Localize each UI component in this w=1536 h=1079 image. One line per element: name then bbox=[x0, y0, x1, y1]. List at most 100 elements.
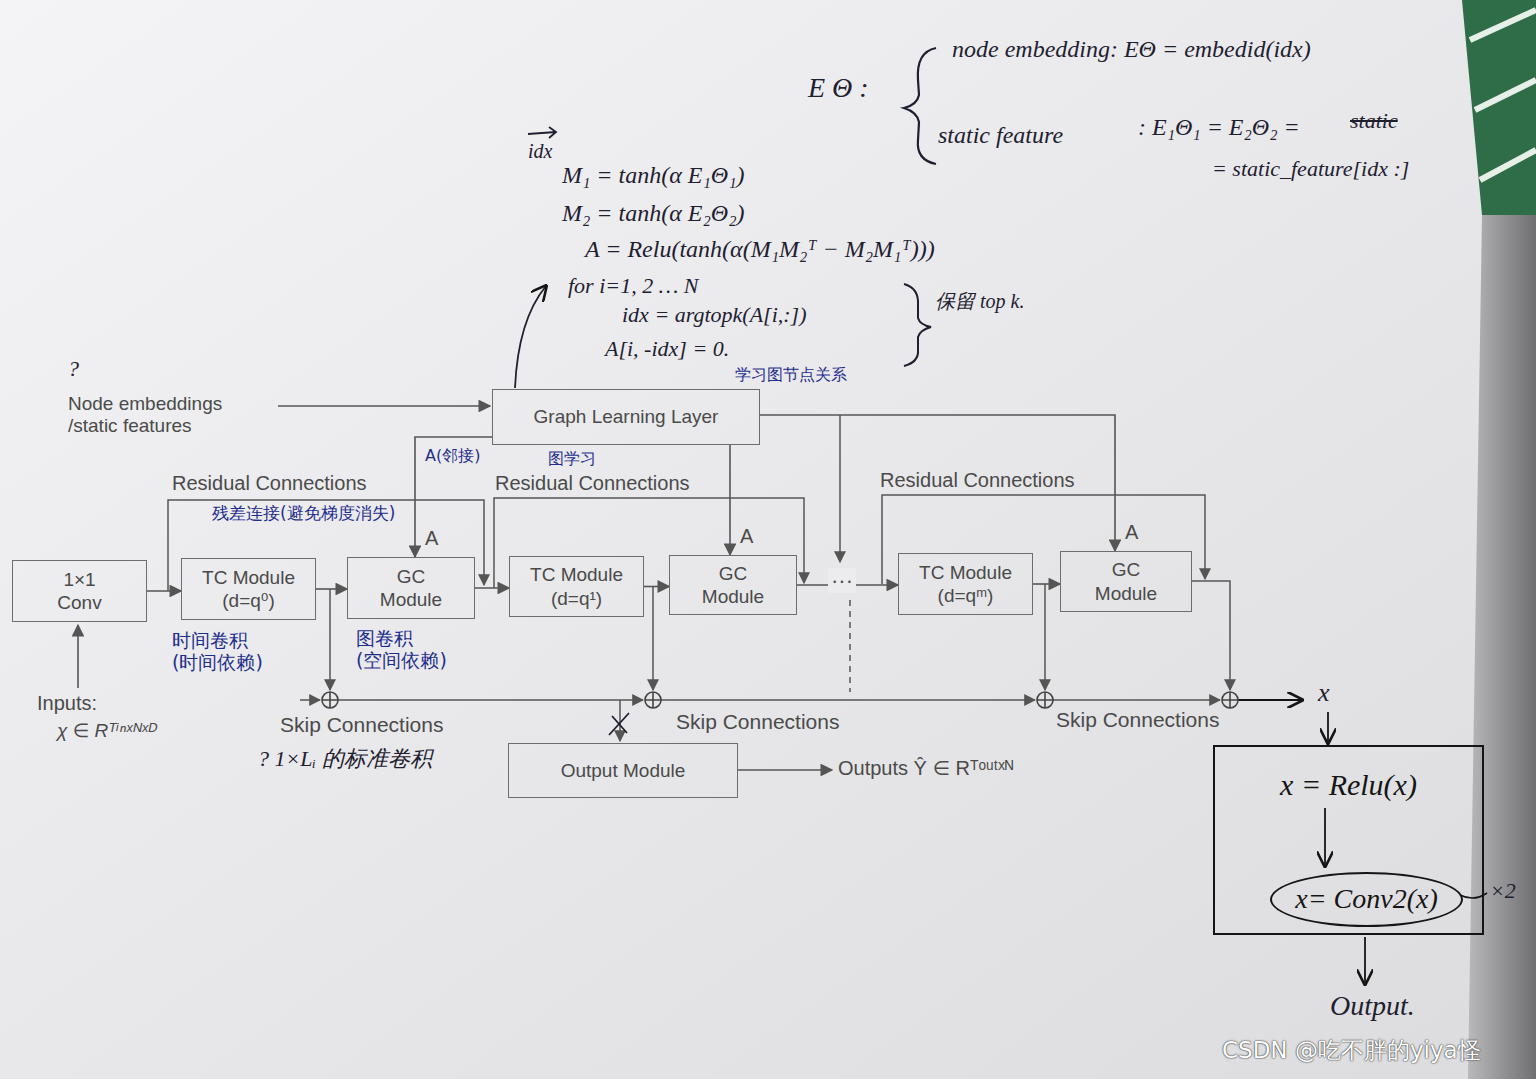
skip-line bbox=[338, 699, 643, 701]
box-text: x = Relu(x) bbox=[1280, 767, 1417, 804]
section-label: Residual Connections bbox=[880, 469, 1075, 492]
connector bbox=[415, 437, 492, 557]
formula-note: E Θ : bbox=[808, 72, 869, 104]
struck-note: static bbox=[1350, 108, 1398, 133]
variable-name: x bbox=[1318, 678, 1330, 708]
note-arrow bbox=[1364, 937, 1366, 984]
drawn-circle bbox=[1037, 692, 1053, 708]
formula-note: M₁ = tanh(α E₁Θ₁) bbox=[562, 162, 744, 190]
section-label: Residual Connections bbox=[495, 472, 690, 495]
skip-line bbox=[1053, 699, 1220, 701]
ellipsis: ··· bbox=[828, 568, 856, 593]
note-oval: x= Conv2(x) bbox=[1270, 872, 1463, 927]
box-text: TC Module (d=q⁰) bbox=[191, 566, 306, 612]
formula-note: 保留 top k. bbox=[935, 290, 1024, 313]
box-text: GC Module bbox=[1095, 558, 1157, 604]
corner-stripes bbox=[1470, 10, 1536, 180]
repeat-count: ×2 bbox=[1490, 878, 1516, 903]
note-arrow bbox=[1324, 808, 1326, 866]
connector bbox=[147, 590, 181, 592]
box-text: x= Conv2(x) bbox=[1295, 882, 1438, 916]
edge-label: A bbox=[1125, 521, 1138, 544]
section-label: Skip Connections bbox=[280, 713, 443, 737]
formula-note: static feature bbox=[938, 122, 1063, 150]
annotation: 图卷积 (空间依赖) bbox=[356, 628, 474, 672]
skip-line bbox=[652, 586, 654, 690]
skip-line bbox=[1044, 584, 1046, 690]
drawn-path bbox=[645, 692, 661, 708]
output-note: Output. bbox=[1330, 990, 1415, 1022]
skip-line bbox=[1192, 581, 1230, 690]
drawn-circle bbox=[1222, 692, 1238, 708]
module-box: GC Module bbox=[1060, 551, 1192, 612]
module-box: GC Module bbox=[347, 557, 475, 619]
module-box: TC Module (d=qᵐ) bbox=[898, 553, 1033, 615]
green-corner bbox=[1462, 0, 1536, 215]
edge-label: A bbox=[740, 525, 753, 548]
input-label: Node embeddings /static features bbox=[68, 393, 273, 437]
note-arrow bbox=[1327, 712, 1329, 743]
brace bbox=[904, 284, 931, 366]
module-box: GC Module bbox=[669, 555, 797, 615]
module-box: TC Module (d=q⁰) bbox=[181, 558, 316, 620]
skip-line bbox=[329, 589, 331, 690]
formula-note: idx = argtopk(A[i,:]) bbox=[622, 302, 807, 327]
connector bbox=[760, 415, 1115, 551]
drawn-circle bbox=[322, 692, 338, 708]
output-arrow bbox=[738, 769, 832, 771]
layer-box: Graph Learning Layer bbox=[492, 389, 760, 445]
connector bbox=[475, 587, 509, 589]
box-text: GC Module bbox=[702, 562, 764, 608]
skip-line bbox=[300, 699, 320, 701]
annotation: 图学习 bbox=[548, 450, 596, 468]
note-arrow bbox=[515, 286, 546, 388]
vector-arrow bbox=[528, 127, 556, 138]
brace bbox=[904, 48, 936, 164]
annotation: 时间卷积 (时间依赖) bbox=[172, 630, 290, 674]
skip-line bbox=[1238, 699, 1302, 701]
box-text: 1×1 Conv bbox=[57, 568, 101, 614]
formula-note: : E₁Θ₁ = E₂Θ₂ = bbox=[1138, 114, 1300, 142]
box-text: Output Module bbox=[561, 759, 686, 782]
formula-note: M₂ = tanh(α E₂Θ₂) bbox=[562, 200, 744, 228]
annotation: A(邻接) bbox=[425, 447, 480, 465]
annotation: 残差连接(避免梯度消失) bbox=[212, 504, 395, 524]
box-text: GC Module bbox=[380, 565, 442, 611]
output-box: Output Module bbox=[508, 743, 738, 798]
connector bbox=[316, 588, 347, 590]
input-arrow bbox=[77, 625, 79, 688]
input-shape: χ ∈ Rᵀⁱⁿˣᴺˣᴰ bbox=[57, 720, 157, 742]
box-text: TC Module (d=qᵐ) bbox=[908, 561, 1023, 607]
module-box: TC Module (d=q¹) bbox=[509, 556, 644, 617]
formula-note: node embedding: EΘ = embedid(idx) bbox=[952, 36, 1311, 64]
note-box: x = Relu(x) x= Conv2(x) bbox=[1213, 745, 1484, 935]
connector bbox=[644, 586, 669, 588]
drawn-circle bbox=[645, 692, 661, 708]
drawn-path bbox=[1222, 692, 1238, 708]
section-label: Skip Connections bbox=[676, 710, 839, 734]
cross-mark bbox=[609, 713, 629, 735]
graph-line bbox=[839, 415, 841, 562]
section-label: Skip Connections bbox=[1056, 708, 1219, 732]
box-text: Graph Learning Layer bbox=[534, 405, 719, 428]
input-label: Inputs: bbox=[37, 692, 97, 715]
question-mark: ? bbox=[68, 356, 79, 381]
formula-note: A[i, -idx] = 0. bbox=[605, 336, 729, 361]
output-label: Outputs Ŷ ∈ Rᵀᵒᵘᵗˣᴺ bbox=[838, 757, 1013, 780]
dark-edge bbox=[1468, 215, 1536, 1079]
connector bbox=[1033, 583, 1060, 585]
formula-note: = static_feature[idx :] bbox=[1212, 156, 1409, 181]
annotation: ? 1×Lᵢ 的标准卷积 bbox=[258, 746, 432, 771]
connector bbox=[729, 445, 731, 555]
formula-note: idx bbox=[528, 140, 552, 163]
edge-label: A bbox=[425, 527, 438, 550]
watermark: CSDN @吃不胖的yiya怪 bbox=[1222, 1037, 1481, 1063]
formula-note: A = Relu(tanh(α(M₁M₂ᵀ − M₂M₁ᵀ))) bbox=[585, 236, 935, 264]
input-arrow bbox=[278, 405, 490, 407]
skip-line bbox=[619, 700, 621, 741]
skip-line bbox=[661, 699, 1035, 701]
section-label: Residual Connections bbox=[172, 472, 367, 495]
drawn-path bbox=[322, 692, 338, 708]
